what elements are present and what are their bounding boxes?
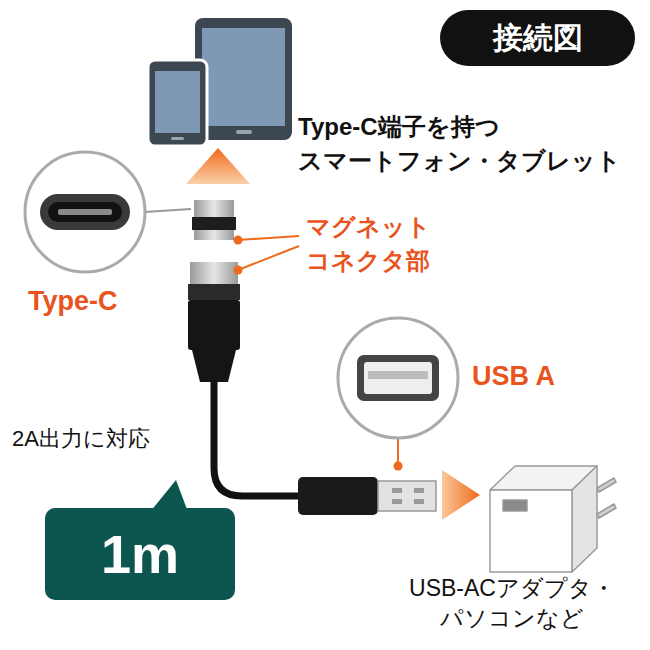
usb-a-zoom xyxy=(338,318,458,471)
type-c-zoom xyxy=(25,152,191,272)
up-arrow xyxy=(186,148,250,184)
usb-a-plug xyxy=(298,477,436,515)
length-value: 1m xyxy=(101,523,179,585)
port-label: USB A xyxy=(472,358,632,396)
cable-connector xyxy=(188,262,240,382)
spec-note: 2A出力に対応 xyxy=(12,424,202,455)
part-label: マグネット コネクタ部 xyxy=(306,210,506,277)
port-label: Type-C xyxy=(28,283,178,321)
title: 接続図 xyxy=(493,18,583,59)
length-bubble: 1m xyxy=(45,508,235,600)
device-label: USB-ACアダプタ・ パソコンなど xyxy=(378,574,646,634)
tablet-icon xyxy=(195,18,292,140)
device-label: Type-C端子を持つ スマートフォン・タブレット xyxy=(298,110,643,177)
magnet-tip xyxy=(192,200,236,240)
title-pill: 接続図 xyxy=(440,10,635,66)
right-arrow xyxy=(442,470,480,520)
cable xyxy=(214,380,302,496)
ac-adapter-icon xyxy=(490,466,616,572)
magnet-leaders xyxy=(234,236,300,275)
smartphone-icon xyxy=(148,60,207,146)
